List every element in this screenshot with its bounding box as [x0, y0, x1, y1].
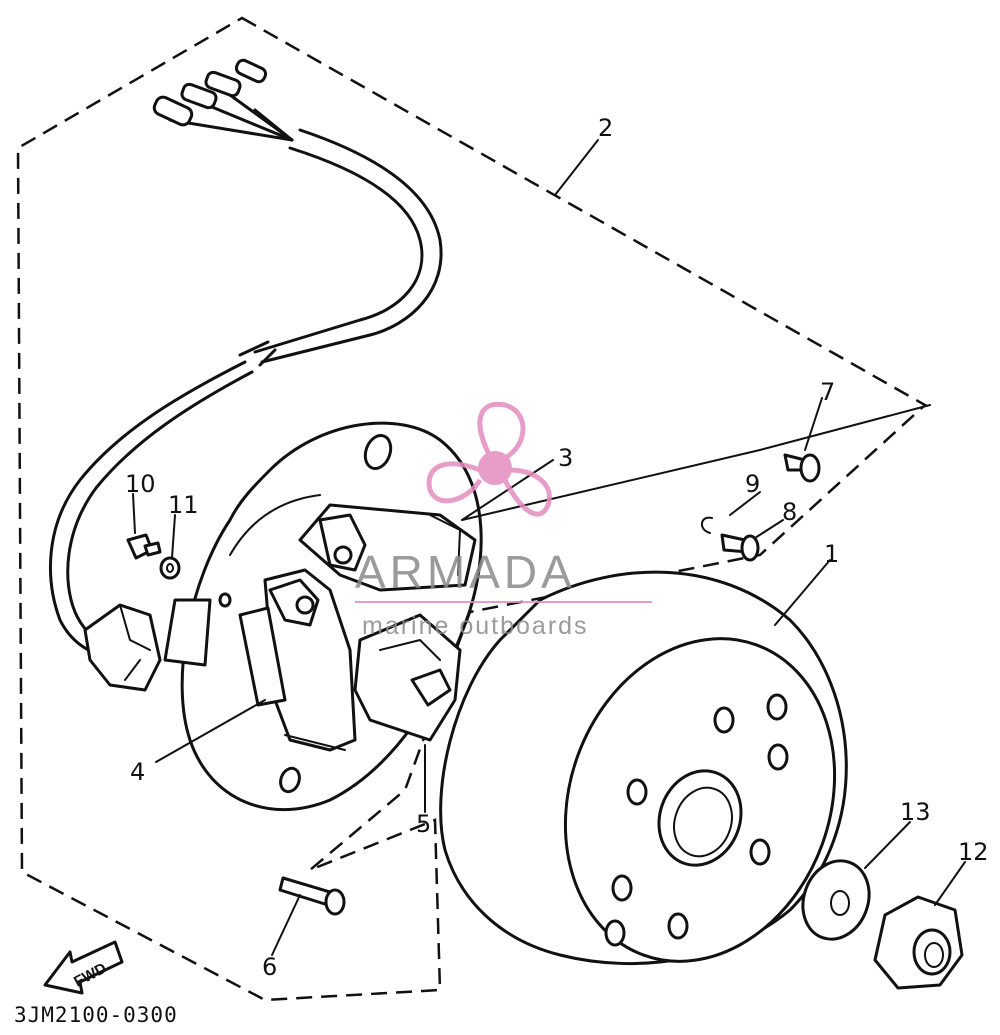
armada-watermark: ARMADA marine outboards [355, 401, 652, 640]
callout-2: 2 [598, 114, 613, 142]
wire-coupler [83, 603, 162, 692]
callout-5: 5 [416, 810, 431, 838]
rotor-hole [767, 743, 789, 771]
propeller-icon [426, 401, 552, 517]
charging-coil [238, 568, 357, 752]
screw-8 [720, 533, 760, 562]
rotor-hub [657, 769, 743, 867]
rotor-hole [749, 838, 771, 866]
callout-13: 13 [900, 798, 931, 826]
washer-13 [801, 859, 871, 941]
fwd-arrow-icon: FWD [43, 940, 124, 995]
rotor-hole [766, 693, 788, 721]
callout-6: 6 [262, 953, 277, 981]
screw-7 [783, 453, 821, 483]
callout-11: 11 [168, 491, 199, 519]
screw-6 [278, 876, 346, 916]
rotor-hole [604, 919, 626, 947]
part-code: 3JM2100-0300 [14, 1003, 178, 1027]
wire-harness [48, 58, 443, 692]
callout-9: 9 [745, 470, 760, 498]
pickup-coil [298, 503, 477, 592]
watermark-subtitle: marine outboards [362, 612, 589, 640]
callout-4: 4 [130, 758, 145, 786]
rotor-hole [667, 912, 689, 940]
callout-7: 7 [820, 378, 835, 406]
plate-hole [279, 766, 301, 794]
flywheel-rotor [439, 570, 848, 965]
callout-10: 10 [125, 470, 156, 498]
rotor-hole [611, 874, 633, 902]
lighting-coil-bracket [353, 613, 462, 742]
bullet-connector [152, 58, 268, 127]
screw-10 [126, 533, 162, 560]
washer-11 [159, 556, 181, 580]
leader-lines [132, 139, 966, 956]
callout-12: 12 [958, 838, 989, 866]
watermark-title: ARMADA [355, 546, 576, 598]
callout-3: 3 [558, 444, 573, 472]
connector-block [163, 598, 212, 667]
plate-hole [363, 434, 393, 470]
washer-9 [701, 516, 713, 534]
rotor-hole [626, 778, 648, 806]
rotor-hole [713, 706, 735, 734]
plate-hole [218, 592, 232, 608]
callout-8: 8 [782, 498, 797, 526]
nut-12 [873, 895, 964, 990]
callout-1: 1 [824, 540, 839, 568]
assembly-boundary [16, 16, 928, 1002]
